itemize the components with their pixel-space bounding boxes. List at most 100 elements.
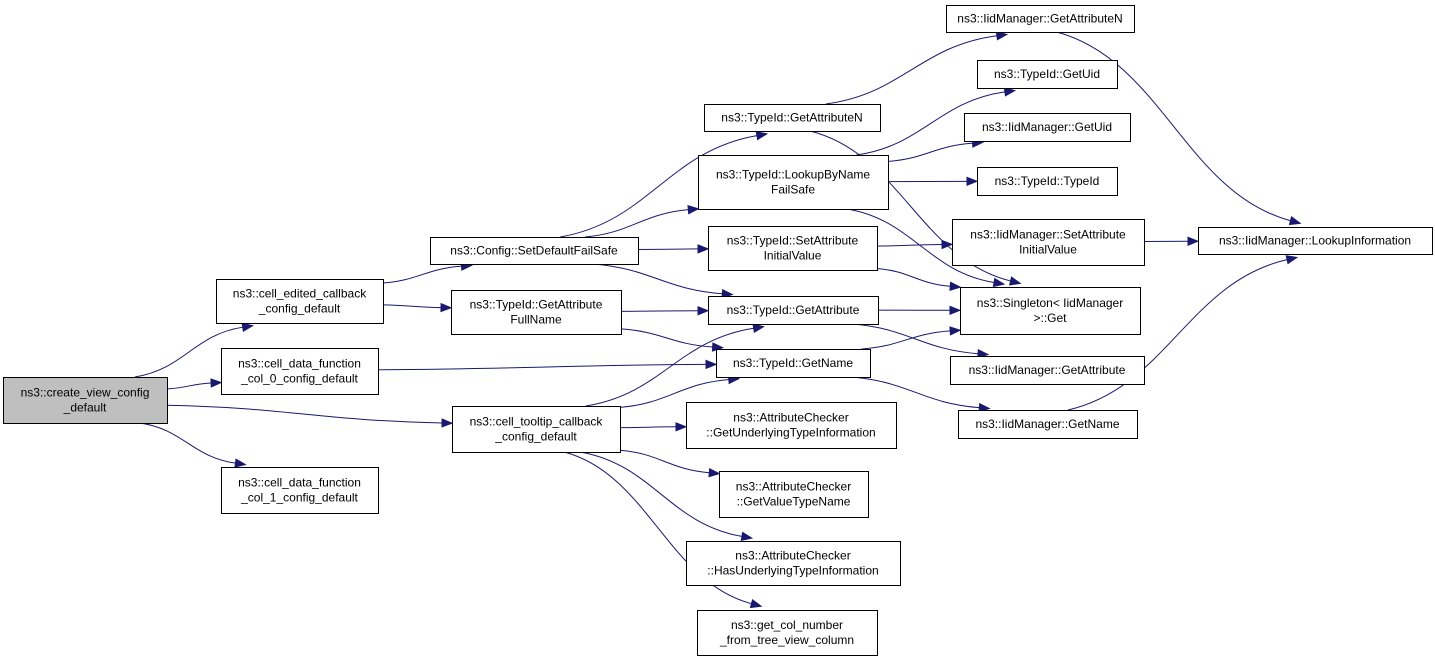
graph-node[interactable]: ns3::IidManager::GetAttribute [950, 356, 1145, 385]
graph-node[interactable]: ns3::cell_data_function_col_1_config_def… [221, 467, 379, 514]
edge-line [619, 378, 729, 408]
node-box [216, 279, 384, 324]
graph-node[interactable]: ns3::TypeId::GetAttribute [708, 296, 879, 325]
node-box [1198, 227, 1433, 255]
graph-node[interactable]: ns3::IidManager::SetAttributeInitialValu… [952, 219, 1145, 266]
node-box [3, 377, 168, 424]
edge-arrowhead [749, 598, 763, 609]
node-label: ns3::create_view_config [21, 386, 150, 400]
edge-line [861, 330, 951, 350]
edge-n7-n16 [825, 31, 1009, 105]
edge-n23-n24 [1067, 255, 1299, 411]
node-label: FullName [510, 313, 562, 327]
edge-line [560, 135, 758, 238]
edge-n6-n11 [620, 328, 724, 352]
graph-node[interactable]: ns3::TypeId::GetName [716, 349, 871, 378]
graph-node[interactable]: ns3::TypeId::GetUid [977, 60, 1118, 89]
node-box [430, 237, 639, 265]
graph-node[interactable]: ns3::get_col_number_from_tree_view_colum… [697, 610, 878, 656]
node-label: ns3::Config::SetDefaultFailSafe [450, 244, 618, 258]
node-box [221, 348, 379, 395]
node-label: ns3::AttributeChecker [735, 549, 850, 563]
node-box [964, 113, 1131, 142]
node-label: ns3::TypeId::GetName [733, 356, 853, 370]
edge-n8-n19 [887, 176, 979, 187]
graph-node[interactable]: ns3::Config::SetDefaultFailSafe [430, 237, 639, 265]
edge-n7-n21 [809, 130, 1022, 286]
edge-arrowhead [949, 305, 962, 316]
node-label: ns3::IidManager::SetAttribute [970, 228, 1126, 242]
graph-node[interactable]: ns3::cell_edited_callback_config_default [216, 279, 384, 324]
edge-line [592, 263, 723, 295]
edge-line [166, 404, 443, 424]
edge-arrowhead [241, 322, 254, 332]
node-label: ns3::cell_edited_callback [233, 287, 367, 301]
node-label: _col_0_config_default [240, 372, 358, 386]
edge-arrowhead [1008, 276, 1022, 286]
edge-n0-n2 [166, 378, 223, 390]
graph-node[interactable]: ns3::AttributeChecker::GetValueTypeName [719, 471, 869, 518]
edge-n3-n13 [619, 449, 721, 478]
graph-node[interactable]: ns3::AttributeChecker::HasUnderlyingType… [686, 541, 901, 586]
node-label: ns3::cell_data_function [238, 357, 361, 371]
edge-arrowhead [441, 418, 454, 428]
edge-n1-n6 [382, 302, 453, 313]
graph-node[interactable]: ns3::IidManager::GetAttributeN [946, 5, 1135, 33]
edge-n16-n24 [1056, 31, 1302, 226]
graph-node[interactable]: ns3::cell_data_function_col_0_config_def… [221, 348, 379, 395]
graph-node[interactable]: ns3::Singleton< IidManager >::Get [960, 287, 1141, 335]
node-label: ns3::AttributeChecker [736, 480, 851, 494]
node-label: ns3::AttributeChecker [733, 411, 848, 425]
edge-line [856, 91, 1005, 156]
node-label: _default [63, 401, 107, 415]
edge-n10-n21 [877, 305, 962, 316]
node-label: _config_default [494, 430, 577, 444]
node-label: _col_1_config_default [240, 491, 358, 505]
node-label: ns3::cell_tooltip_callback [470, 415, 604, 429]
edge-line [809, 130, 1011, 282]
node-box [719, 471, 869, 518]
graph-node[interactable]: ns3::TypeId::GetAttributeN [704, 104, 881, 132]
edge-n0-n3 [166, 404, 454, 428]
edge-arrowhead [234, 458, 247, 468]
edge-n3-n14 [580, 451, 754, 541]
graph-node[interactable]: ns3::TypeId::TypeId [977, 167, 1118, 196]
edge-line [846, 208, 995, 284]
node-box [958, 410, 1138, 439]
node-box [451, 290, 622, 335]
edge-n9-n21 [876, 268, 962, 291]
edge-line [382, 265, 462, 284]
edge-arrowhead [675, 422, 688, 432]
edge-n3-n10 [585, 323, 765, 407]
node-label: ns3::TypeId::GetAttribute [470, 298, 603, 312]
graph-node-root[interactable]: ns3::create_view_config_default [3, 377, 168, 424]
node-box [708, 296, 879, 325]
call-graph-edges [134, 31, 1302, 609]
graph-node[interactable]: ns3::IidManager::GetUid [964, 113, 1131, 142]
node-label: _from_tree_view_column [719, 633, 854, 647]
graph-node[interactable]: ns3::AttributeChecker::GetUnderlyingType… [686, 402, 897, 449]
node-box [950, 356, 1145, 385]
edge-n3-n15 [564, 451, 763, 609]
edge-n0-n4 [139, 422, 247, 468]
node-label: ns3::TypeId::LookupByName [716, 168, 870, 182]
edge-n1-n5 [382, 261, 473, 284]
graph-node[interactable]: ns3::IidManager::LookupInformation [1198, 227, 1433, 255]
node-label: ns3::IidManager::GetName [975, 417, 1119, 431]
node-box [704, 104, 881, 132]
edge-n9-n20 [876, 239, 954, 250]
edge-arrowhead [697, 306, 710, 316]
edge-line [619, 449, 710, 474]
node-label: ns3::TypeId::GetAttribute [727, 303, 860, 317]
edge-arrowhead [708, 467, 721, 478]
graph-node[interactable]: ns3::IidManager::GetName [958, 410, 1138, 439]
edge-line [139, 422, 236, 464]
node-label: ns3::TypeId::TypeId [995, 174, 1100, 188]
node-label: ns3::TypeId::GetUid [994, 67, 1100, 81]
node-box [452, 406, 621, 453]
graph-node[interactable]: ns3::cell_tooltip_callback_config_defaul… [452, 406, 621, 453]
